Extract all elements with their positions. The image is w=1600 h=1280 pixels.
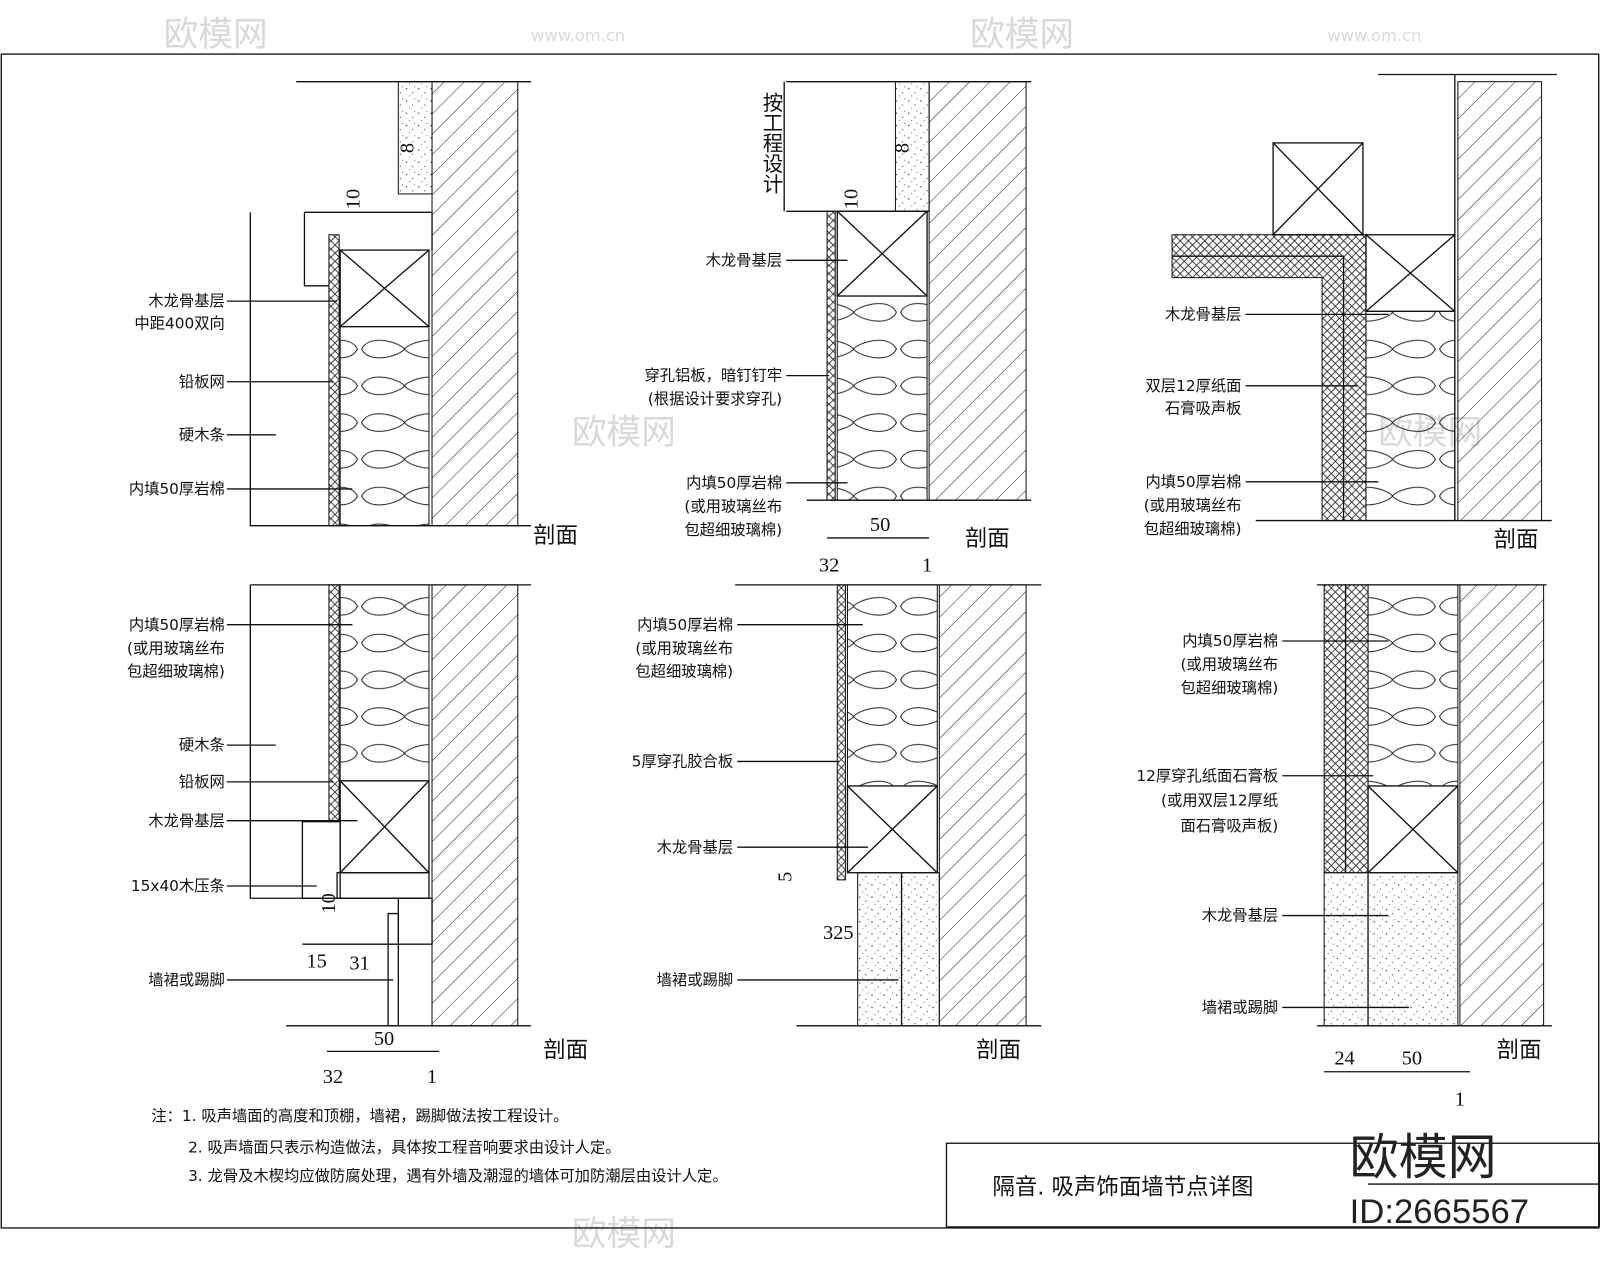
annotation-text: (或用双层12厚纸 xyxy=(1161,791,1278,809)
annotation-text: 墙裙或踢脚 xyxy=(1202,999,1279,1017)
annotation-text: 包超细玻璃棉) xyxy=(635,663,733,681)
annotation-text: 墙裙或踢脚 xyxy=(148,971,225,989)
annotation-text: 铅板网 xyxy=(179,373,225,391)
annotation-text: 包超细玻璃棉) xyxy=(1180,679,1278,697)
annotation-text: 内填50厚岩棉 xyxy=(1146,473,1242,491)
annotation-text: 10 xyxy=(343,189,365,209)
annotation-text: 10 xyxy=(318,893,340,913)
annotation-text: 木龙骨基层 xyxy=(148,812,225,830)
annotation-text: (或用玻璃丝布 xyxy=(635,639,733,657)
annotation-text: 木龙骨基层 xyxy=(657,838,734,856)
annotation-text: 剖面 xyxy=(1497,1037,1542,1063)
annotation-text: 中距400双向 xyxy=(134,315,224,333)
title-block: 隔音. 吸声饰面墙节点详图 欧模网 ID:2665567 xyxy=(945,1129,1600,1231)
annotation-text: 内填50厚岩棉 xyxy=(129,616,225,634)
annotation-text: (或用玻璃丝布 xyxy=(684,497,782,515)
detail-panel-6: 内填50厚岩棉 (或用玻璃丝布 包超细玻璃棉) 12厚穿孔纸面石膏板 (或用双层… xyxy=(1136,584,1552,1110)
annotation-text: 5厚穿孔胶合板 xyxy=(632,753,734,771)
annotation-text: www.om.cn xyxy=(531,26,625,45)
annotation-text: 32 xyxy=(323,1066,343,1088)
detail-panel-3: 木龙骨基层 双层12厚纸面 石膏吸声板 内填50厚岩棉 (或用玻璃丝布 包超细玻… xyxy=(1144,73,1557,553)
annotation-text: 欧模网 xyxy=(572,413,676,453)
annotation-text: 硬木条 xyxy=(179,426,225,444)
annotation-text: 5 xyxy=(774,872,796,882)
annotation-text: 包超细玻璃棉) xyxy=(127,663,225,681)
detail-panel-1: 木龙骨基层 中距400双向 铅板网 硬木条 内填50厚岩棉 8 10 剖面 xyxy=(129,80,578,549)
annotation-text: 欧模网 xyxy=(164,15,268,55)
annotation-text: 石膏吸声板 xyxy=(1165,399,1241,417)
annotation-text: 面石膏吸声板) xyxy=(1180,817,1278,835)
annotation-text: 50 xyxy=(374,1028,394,1050)
annotation-text: 剖面 xyxy=(543,1037,588,1063)
annotation-text: 木龙骨基层 xyxy=(1165,305,1241,323)
annotation-text: 50 xyxy=(870,514,890,536)
annotation-text: 木龙骨基层 xyxy=(148,292,225,310)
annotation-text: 8 xyxy=(397,143,419,153)
annotation-text: 2. 吸声墙面只表示构造做法，具体按工程音响要求由设计人定。 xyxy=(188,1138,620,1156)
annotation-text: 12厚穿孔纸面石膏板 xyxy=(1136,767,1278,785)
annotation-text: (根据设计要求穿孔) xyxy=(648,390,782,408)
annotation-text: 包超细玻璃棉) xyxy=(1144,520,1242,538)
annotation-text: 木龙骨基层 xyxy=(706,251,783,269)
annotation-text: (或用玻璃丝布 xyxy=(127,639,225,657)
annotation-text: 8 xyxy=(892,143,914,153)
annotation-text: 内填50厚岩棉 xyxy=(686,474,782,492)
annotation-text: 15 xyxy=(306,951,326,973)
annotation-text: 24 xyxy=(1334,1048,1354,1070)
annotation-text: 3. 龙骨及木楔均应做防腐处理，遇有外墙及潮湿的墙体可加防潮层由设计人定。 xyxy=(188,1167,728,1185)
annotation-text: 1 xyxy=(427,1066,437,1088)
annotation-text: 内填50厚岩棉 xyxy=(637,616,733,634)
annotation-text: 50 xyxy=(1402,1048,1422,1070)
annotation-text: 欧模网 xyxy=(572,1214,676,1254)
annotation-text: 硬木条 xyxy=(179,736,225,754)
sheet-border xyxy=(0,53,1600,1229)
annotation-text: 穿孔铝板，暗钉钉牢 xyxy=(644,367,782,385)
annotation-text: 按工程设计 xyxy=(759,92,783,194)
annotation-text: (或用玻璃丝布 xyxy=(1144,496,1242,514)
annotation-text: 注：1. 吸声墙面的高度和顶棚，墙裙，踢脚做法按工程设计。 xyxy=(151,1107,568,1125)
detail-panel-2: 木龙骨基层 穿孔铝板，暗钉钉牢 (根据设计要求穿孔) 内填50厚岩棉 (或用玻璃… xyxy=(644,80,1032,577)
annotation-text: 剖面 xyxy=(1494,527,1539,553)
annotation-text: www.om.cn xyxy=(1327,26,1421,45)
annotation-text: 木龙骨基层 xyxy=(1202,907,1279,925)
annotation-text: 包超细玻璃棉) xyxy=(684,521,782,539)
annotation-text: 10 xyxy=(841,189,863,209)
annotation-text: 15x40木压条 xyxy=(131,877,225,895)
annotation-text: 1 xyxy=(922,555,932,577)
annotation-text: 欧模网 xyxy=(970,15,1074,55)
annotation-text: (或用玻璃丝布 xyxy=(1180,656,1278,674)
annotation-text: 325 xyxy=(823,922,854,944)
annotation-text: 双层12厚纸面 xyxy=(1146,377,1242,395)
brand-watermark: 欧模网 xyxy=(1350,1129,1497,1186)
annotation-text: 内填50厚岩棉 xyxy=(1182,632,1278,650)
notes: 注：1. 吸声墙面的高度和顶棚，墙裙，踢脚做法按工程设计。 2. 吸声墙面只表示… xyxy=(151,1107,727,1185)
annotation-text: 剖面 xyxy=(965,526,1010,552)
drawing-title: 隔音. 吸声饰面墙节点详图 xyxy=(992,1174,1253,1200)
detail-panel-5: 内填50厚岩棉 (或用玻璃丝布 包超细玻璃棉) 5厚穿孔胶合板 木龙骨基层 墙裙… xyxy=(632,584,1042,1063)
annotation-text: 1 xyxy=(1455,1088,1465,1110)
annotation-text: 内填50厚岩棉 xyxy=(129,480,225,498)
annotation-text: 32 xyxy=(819,555,839,577)
annotation-text: 31 xyxy=(349,953,369,975)
annotation-text: 墙裙或踢脚 xyxy=(657,971,734,989)
id-watermark: ID:2665567 xyxy=(1350,1193,1529,1231)
detail-panel-4: 内填50厚岩棉 (或用玻璃丝布 包超细玻璃棉) 硬木条 铅板网 木龙骨基层 15… xyxy=(127,584,588,1088)
annotation-text: 剖面 xyxy=(976,1037,1021,1063)
annotation-text: 铅板网 xyxy=(179,773,225,791)
annotation-text: 剖面 xyxy=(533,523,578,549)
